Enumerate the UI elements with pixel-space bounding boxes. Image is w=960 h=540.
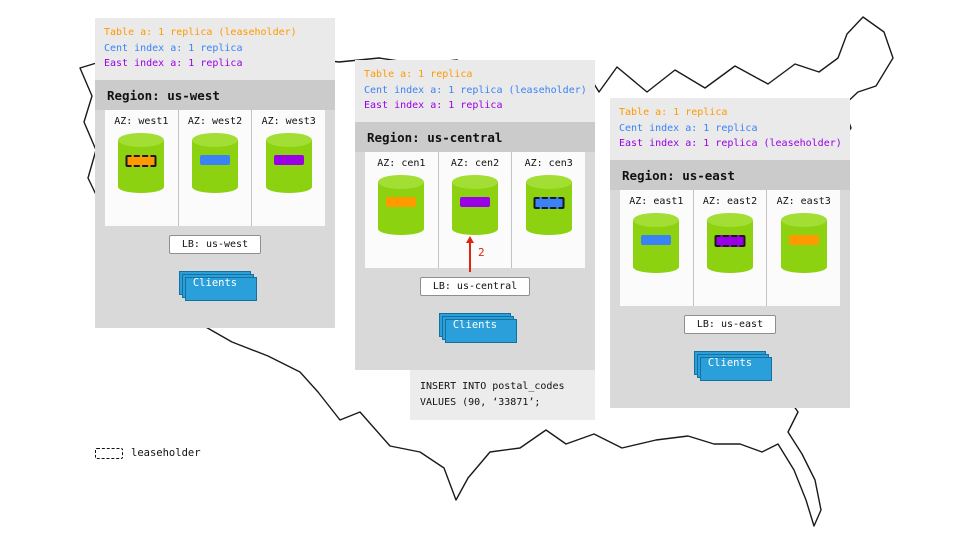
legend-line-table: Table a: 1 replica (364, 69, 473, 80)
replica-bar (200, 155, 230, 165)
replica-legend-us-west: Table a: 1 replica (leaseholder) Cent in… (95, 18, 335, 80)
replica-bar-leaseholder (125, 155, 157, 167)
sql-line-2: VALUES (90, ‘33871’; (420, 397, 541, 408)
az-label: AZ: west3 (261, 116, 316, 127)
database-cylinder (118, 133, 165, 193)
cylinder-top (707, 213, 753, 227)
replica-legend-us-central: Table a: 1 replica Cent index a: 1 repli… (355, 60, 595, 122)
az-label: AZ: west2 (187, 116, 243, 127)
cylinder-body (378, 182, 425, 235)
legend-line-cent-index: Cent index a: 1 replica (leaseholder) (364, 84, 587, 96)
az-column-cen1: AZ: cen1 (365, 152, 438, 268)
region-title: Region: us-east (610, 160, 850, 190)
load-balancer-us-east: LB: us-east (683, 315, 777, 334)
legend-line-cent-index: Cent index a: 1 replica (619, 122, 758, 134)
cylinder-top (780, 213, 827, 227)
database-cylinder (192, 133, 238, 193)
insert-step-number: 2 (478, 246, 485, 259)
database-cylinder (780, 213, 827, 273)
cylinder-body (780, 220, 827, 273)
replica-bar (386, 197, 417, 207)
cylinder-body (265, 140, 312, 193)
az-column-west2: AZ: west2 (177, 110, 252, 226)
database-cylinder (525, 175, 572, 235)
arrow-line (469, 243, 471, 272)
region-group-us-west: Table a: 1 replica (leaseholder) Cent in… (95, 18, 335, 328)
leaseholder-key: leaseholder (95, 447, 201, 459)
az-column-west3: AZ: west3 (251, 110, 325, 226)
region-panel-us-central: Region: us-central AZ: cen1 AZ: cen2 (355, 122, 595, 370)
replica-bar (788, 235, 819, 245)
database-cylinder (378, 175, 425, 235)
legend-line-east-index: East index a: 1 replica (104, 58, 243, 69)
az-column-west1: AZ: west1 (105, 110, 178, 226)
az-panel: AZ: east1 AZ: east2 AZ (620, 190, 840, 306)
clients-button-us-west[interactable]: Clients (178, 271, 252, 295)
cylinder-top (452, 175, 498, 189)
insert-route-arrow-icon (465, 236, 475, 272)
cylinder-body (192, 140, 238, 193)
legend-line-cent-index: Cent index a: 1 replica (104, 42, 243, 54)
region-panel-us-west: Region: us-west AZ: west1 AZ: west2 (95, 80, 335, 328)
clients-button-us-central[interactable]: Clients (438, 313, 512, 337)
cylinder-body (633, 220, 680, 273)
database-cylinder (265, 133, 312, 193)
database-cylinder (707, 213, 753, 273)
region-title: Region: us-west (95, 80, 335, 110)
az-panel: AZ: west1 AZ: west2 AZ (105, 110, 325, 226)
clients-button-us-east[interactable]: Clients (693, 351, 767, 375)
leaseholder-key-label: leaseholder (131, 447, 201, 459)
database-cylinder (452, 175, 498, 235)
database-cylinder (633, 213, 680, 273)
load-balancer-us-central: LB: us-central (419, 277, 531, 296)
replica-bar (641, 235, 672, 245)
az-label: AZ: west1 (114, 116, 169, 127)
az-label: AZ: cen2 (450, 158, 500, 169)
legend-line-table: Table a: 1 replica (619, 107, 728, 118)
sql-statement: INSERT INTO postal_codes VALUES (90, ‘33… (410, 370, 595, 420)
cylinder-top (192, 133, 238, 147)
az-label: AZ: cen1 (377, 158, 426, 169)
az-column-east3: AZ: east3 (766, 190, 840, 306)
cylinder-top (378, 175, 425, 189)
load-balancer-us-west: LB: us-west (168, 235, 262, 254)
region-panel-us-east: Region: us-east AZ: east1 AZ: east2 (610, 160, 850, 408)
sql-line-1: INSERT INTO postal_codes (420, 381, 565, 392)
region-title: Region: us-central (355, 122, 595, 152)
cylinder-top (265, 133, 312, 147)
az-label: AZ: east1 (629, 196, 684, 207)
cylinder-top (633, 213, 680, 227)
replica-legend-us-east: Table a: 1 replica Cent index a: 1 repli… (610, 98, 850, 160)
cylinder-top (525, 175, 572, 189)
leaseholder-swatch-icon (95, 447, 123, 459)
replica-bar-leaseholder (533, 197, 565, 209)
replica-bar-leaseholder (714, 235, 746, 247)
replica-bar (273, 155, 304, 165)
az-column-east2: AZ: east2 (692, 190, 767, 306)
replica-bar (460, 197, 490, 207)
az-column-east1: AZ: east1 (620, 190, 693, 306)
legend-line-east-index: East index a: 1 replica (364, 100, 503, 111)
legend-line-east-index: East index a: 1 replica (leaseholder) (619, 138, 842, 149)
az-label: AZ: cen3 (524, 158, 573, 169)
arrow-head (466, 236, 474, 243)
az-panel: AZ: cen1 AZ: cen2 AZ: (365, 152, 585, 268)
az-label: AZ: east3 (776, 196, 831, 207)
region-group-us-east: Table a: 1 replica Cent index a: 1 repli… (610, 98, 850, 408)
cylinder-top (118, 133, 165, 147)
az-label: AZ: east2 (702, 196, 758, 207)
az-column-cen2: AZ: cen2 (437, 152, 512, 268)
region-group-us-central: Table a: 1 replica Cent index a: 1 repli… (355, 60, 595, 420)
az-column-cen3: AZ: cen3 (511, 152, 585, 268)
cylinder-body (452, 182, 498, 235)
legend-line-table: Table a: 1 replica (leaseholder) (104, 27, 297, 38)
